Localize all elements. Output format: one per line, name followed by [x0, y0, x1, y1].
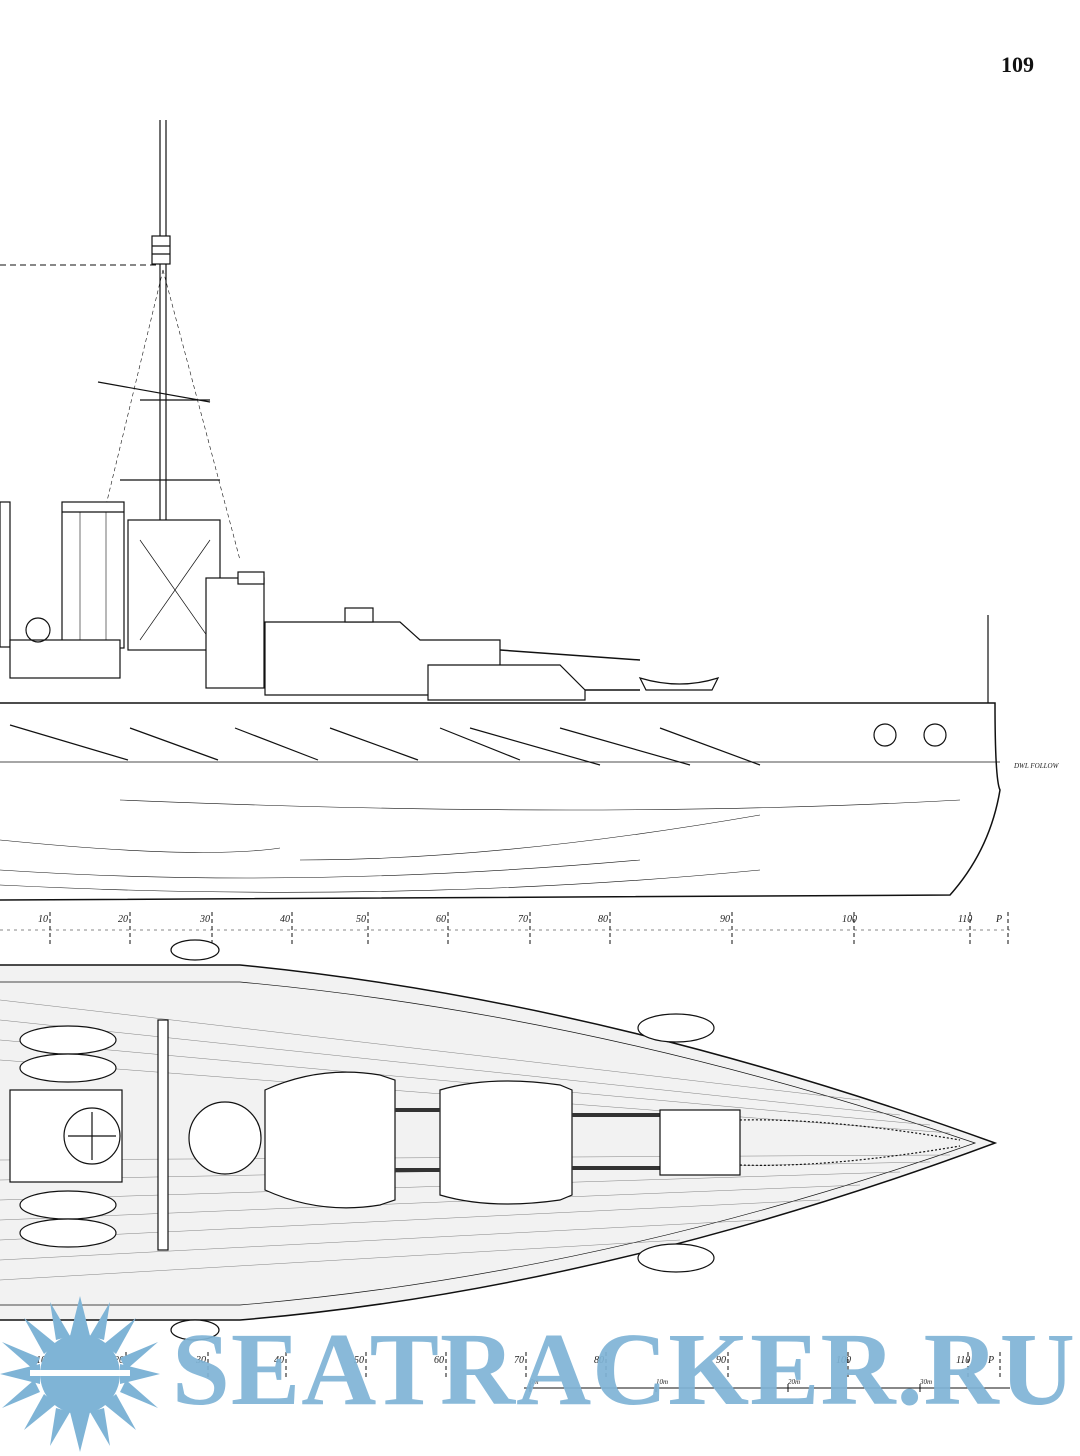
- plan-frame-label: 30: [195, 1355, 206, 1366]
- profile-frame-label: P: [995, 914, 1002, 925]
- plan-frame-label: 90: [716, 1355, 726, 1366]
- plan-frame-label: 110: [956, 1355, 970, 1366]
- profile-frame-label: 50: [356, 914, 366, 925]
- plan-frame-label: 20: [114, 1355, 124, 1366]
- superstructure: [9, 519, 265, 689]
- profile-frame-label: 60: [436, 914, 446, 925]
- metric-scale-bar: 0m 10m 20m 30m: [524, 1378, 1010, 1392]
- funnels: [0, 501, 125, 649]
- page-number: 109: [1001, 52, 1034, 77]
- watermark-text: SEATRACKER.RU: [172, 1312, 1076, 1427]
- profile-frame-scale: 10 20 30 40 50 60 70 80 90 100 110 P: [0, 912, 1010, 945]
- profile-frame-label: 40: [280, 914, 290, 925]
- plan-frame-label: 70: [514, 1355, 524, 1366]
- plan-turrets: [264, 1071, 741, 1209]
- profile-frame-label: 100: [842, 914, 857, 925]
- plan-superstructure: [9, 1019, 262, 1251]
- plan-frame-label: P: [987, 1355, 994, 1366]
- scale-bar-label: 0m: [530, 1378, 539, 1386]
- profile-view: DWL FOLLOW: [0, 120, 1060, 901]
- scale-bar-label: 30m: [919, 1378, 932, 1386]
- profile-frame-label: 70: [518, 914, 528, 925]
- turrets-profile: [264, 607, 720, 701]
- boats: [19, 939, 715, 1341]
- profile-frame-label: 10: [38, 914, 48, 925]
- waterline-mark: DWL FOLLOW: [1013, 762, 1060, 770]
- scale-bar-label: 20m: [788, 1378, 800, 1386]
- plan-frame-label: 60: [434, 1355, 444, 1366]
- hull-profile: [0, 615, 1001, 901]
- plan-frame-scale: 10 20 30 40 50 60 70 80 90 100 110 P: [36, 1352, 1001, 1380]
- plan-frame-label: 50: [354, 1355, 364, 1366]
- plan-frame-label: 80: [594, 1355, 604, 1366]
- sun-logo-icon: [0, 1296, 160, 1452]
- plan-frame-label: 10: [36, 1355, 46, 1366]
- plan-frame-label: 100: [836, 1355, 851, 1366]
- profile-frame-label: 90: [720, 914, 730, 925]
- profile-frame-label: 110: [958, 914, 972, 925]
- profile-frame-label: 30: [199, 914, 210, 925]
- plan-view: [0, 939, 998, 1341]
- plan-frame-label: 40: [274, 1355, 284, 1366]
- scale-bar-label: 10m: [656, 1378, 668, 1386]
- profile-frame-label: 80: [598, 914, 608, 925]
- profile-frame-label: 20: [118, 914, 128, 925]
- mast: [97, 120, 241, 561]
